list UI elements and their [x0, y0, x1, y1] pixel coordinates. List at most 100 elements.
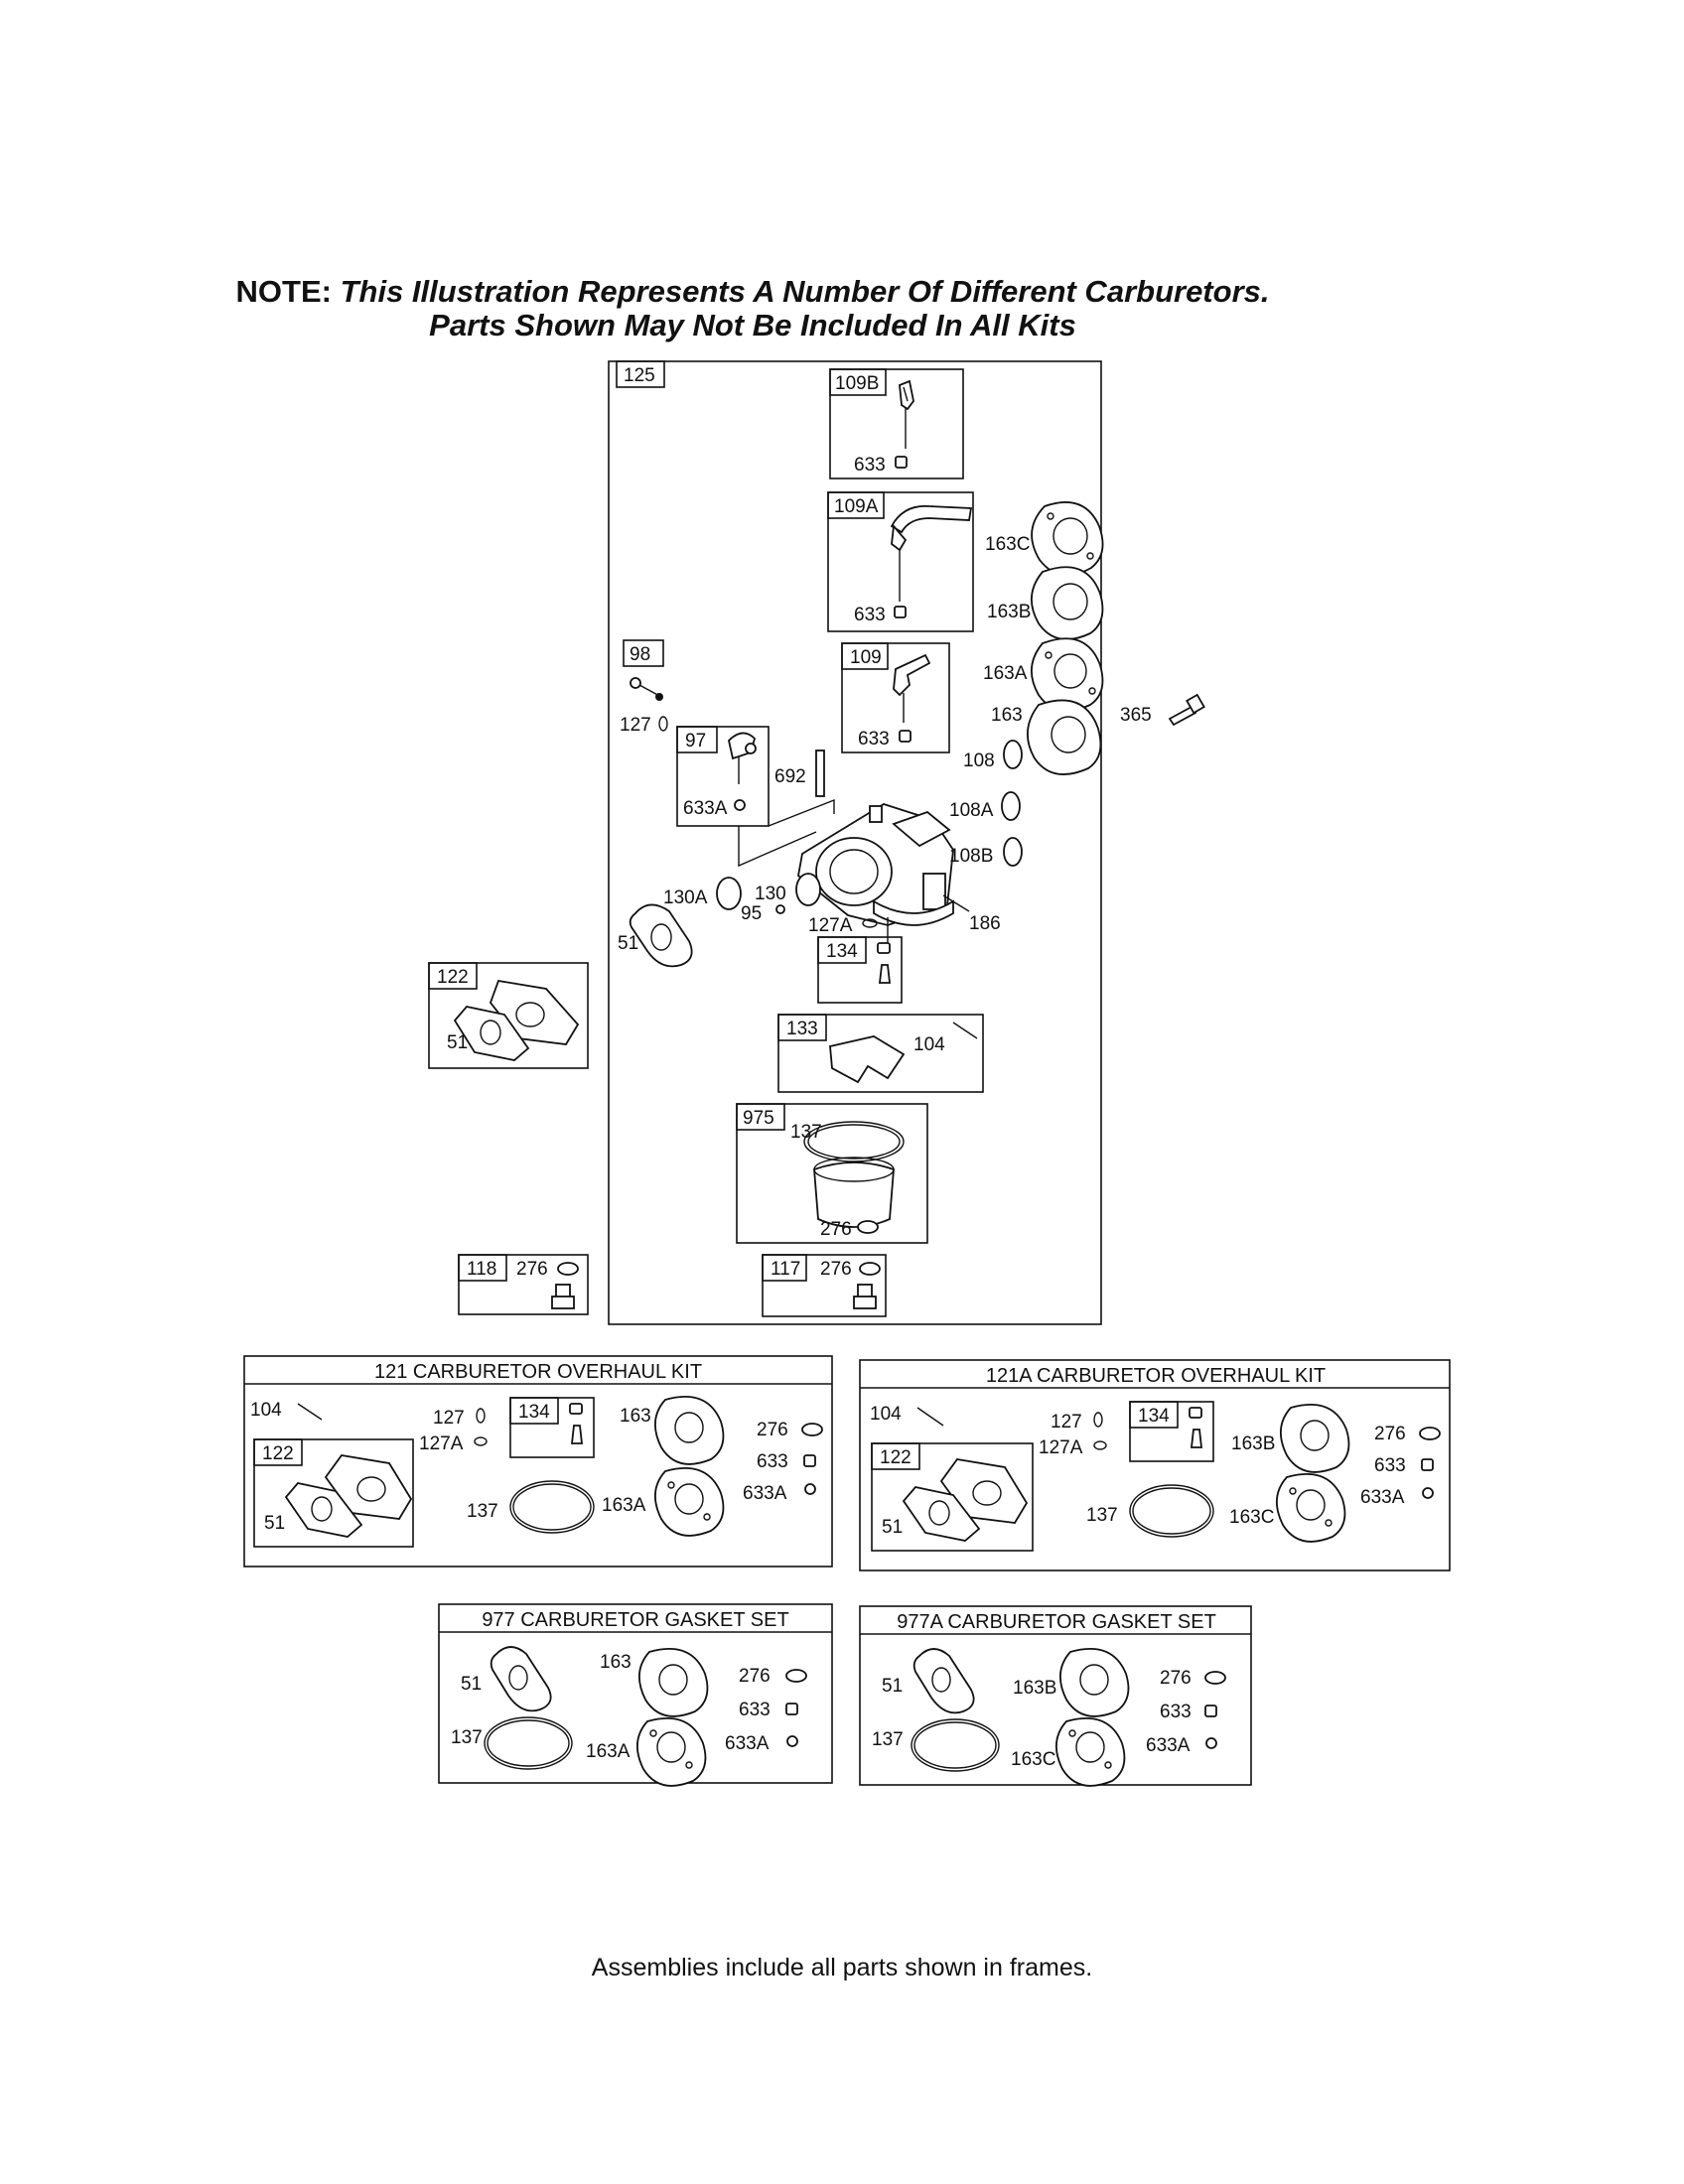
leader-line-97b [738, 826, 817, 868]
part-label-51-left: 51 [447, 1032, 468, 1053]
note-line-1: NOTE: This Illustration Represents A Num… [0, 274, 1595, 310]
seal-633-b [894, 606, 907, 618]
kit121-label-633A: 633A [743, 1483, 787, 1504]
kit121-needle-top [569, 1403, 583, 1415]
kit121-washer-276 [801, 1423, 823, 1436]
kit121a-label-633: 633 [1374, 1455, 1406, 1476]
kit977a-seal-633A [1205, 1737, 1217, 1749]
gasket-163C [1031, 501, 1104, 577]
kit-121A-frame [859, 1359, 1451, 1571]
kit121a-label-box-134 [1129, 1401, 1179, 1429]
kit121-label-163: 163 [620, 1406, 651, 1427]
part-label-108: 108 [963, 751, 995, 771]
part-label-163: 163 [991, 705, 1023, 726]
part-label-108A: 108A [949, 800, 994, 821]
kit121-gasket-163A [654, 1467, 725, 1537]
float-bowl-975 [803, 1121, 905, 1228]
kit121a-label-134: 134 [1138, 1406, 1170, 1427]
gasket-163A [1031, 637, 1104, 712]
part-label-130: 130 [755, 884, 786, 904]
part-label-109A: 109A [834, 496, 879, 517]
part-label-134: 134 [826, 941, 858, 962]
kit121-label-122: 122 [262, 1443, 294, 1464]
kit121a-seal-633A [1422, 1487, 1434, 1499]
kit977-gasket-163A [636, 1717, 707, 1787]
kit121-pin-104 [297, 1403, 323, 1421]
part-label-98: 98 [630, 644, 650, 665]
kit-121A-title: 121A CARBURETOR OVERHAUL KIT [986, 1365, 1326, 1387]
kit977-seal-633A [786, 1735, 798, 1747]
label-box-118 [458, 1254, 507, 1282]
leader-line-97 [768, 798, 835, 827]
label-box-133 [777, 1014, 827, 1041]
choke-plate-130 [795, 873, 821, 906]
throttle-plate-108B [1003, 837, 1023, 867]
throttle-shaft-109A-part [890, 504, 973, 602]
throttle-plate-108A [1001, 791, 1021, 821]
part-label-109B: 109B [835, 373, 879, 394]
frame-109A [827, 491, 974, 632]
hinge-pin-104-main [952, 1022, 978, 1039]
kit121a-oring-137-inner [1132, 1487, 1211, 1535]
part-label-117: 117 [771, 1259, 800, 1280]
kit977a-oring-137-inner [913, 1721, 997, 1769]
kit121a-oring-137 [1129, 1484, 1214, 1538]
frame-975 [736, 1103, 928, 1244]
note-text-2: Parts Shown May Not Be Included In All K… [429, 308, 1076, 342]
kit977-label-633: 633 [739, 1700, 771, 1720]
float-133 [829, 1035, 906, 1084]
part-label-276-main: 276 [820, 1219, 852, 1240]
choke-shaft-109B-part [899, 379, 914, 449]
kit977-oring-137-inner [487, 1719, 570, 1767]
label-box-134 [817, 936, 867, 964]
kit977-seal-633 [785, 1703, 798, 1715]
part-label-163B: 163B [987, 602, 1031, 622]
kit121-frame-122 [253, 1438, 414, 1548]
gasket-163B [1031, 566, 1104, 640]
label-box-109B [829, 368, 887, 396]
kit121a-label-163B: 163B [1231, 1433, 1275, 1454]
kit121-seal-633 [803, 1454, 816, 1467]
kit121a-pin-104 [916, 1407, 944, 1427]
kit977a-label-51: 51 [882, 1676, 903, 1697]
washer-276-main [857, 1220, 879, 1234]
part-label-130A: 130A [663, 887, 708, 908]
spring-692 [815, 750, 825, 797]
frame-97 [676, 726, 770, 827]
part-label-276-117: 276 [820, 1259, 852, 1280]
label-box-98 [623, 639, 664, 667]
frame-109B [829, 368, 964, 479]
part-label-276-118: 276 [516, 1259, 548, 1280]
kit-121-title: 121 CARBURETOR OVERHAUL KIT [374, 1361, 702, 1383]
kit121a-label-box-122 [871, 1442, 920, 1470]
choke-plate-130A [716, 877, 742, 910]
throttle-shaft-109-part [893, 653, 931, 723]
kit121a-label-276: 276 [1374, 1424, 1406, 1444]
kit121a-label-127A: 127A [1039, 1437, 1083, 1458]
kit121a-label-104: 104 [870, 1404, 902, 1425]
part-label-633A-a: 633A [683, 798, 728, 819]
kit121-label-137: 137 [467, 1501, 498, 1522]
kit121a-oring-127A [1093, 1440, 1107, 1450]
part-label-692: 692 [774, 766, 806, 787]
part-label-127: 127 [620, 715, 651, 736]
kit121a-label-633A: 633A [1360, 1487, 1405, 1508]
kit977-gasket-51 [490, 1646, 552, 1712]
part-label-118: 118 [467, 1259, 496, 1280]
assembly-frame-125 [608, 360, 1102, 1325]
note-line-2: Parts Shown May Not Be Included In All K… [0, 308, 1595, 343]
kit-977-frame [438, 1603, 833, 1784]
part-label-365: 365 [1120, 705, 1152, 726]
kit977a-gasket-163B [1059, 1648, 1130, 1717]
kit121-label-127A: 127A [419, 1433, 464, 1454]
kit121-seal-633A [804, 1483, 816, 1495]
needle-valve-134 [877, 942, 892, 984]
note-text-1: This Illustration Represents A Number Of… [340, 274, 1270, 309]
label-box-117 [762, 1254, 807, 1282]
kit121-gasket-163 [654, 1396, 725, 1465]
frame-133 [777, 1014, 984, 1093]
kit121a-label-163C: 163C [1229, 1507, 1274, 1528]
kit-977A-title: 977A CARBURETOR GASKET SET [897, 1611, 1216, 1633]
part-label-104-main: 104 [913, 1034, 945, 1055]
seal-633A-a [734, 799, 746, 811]
